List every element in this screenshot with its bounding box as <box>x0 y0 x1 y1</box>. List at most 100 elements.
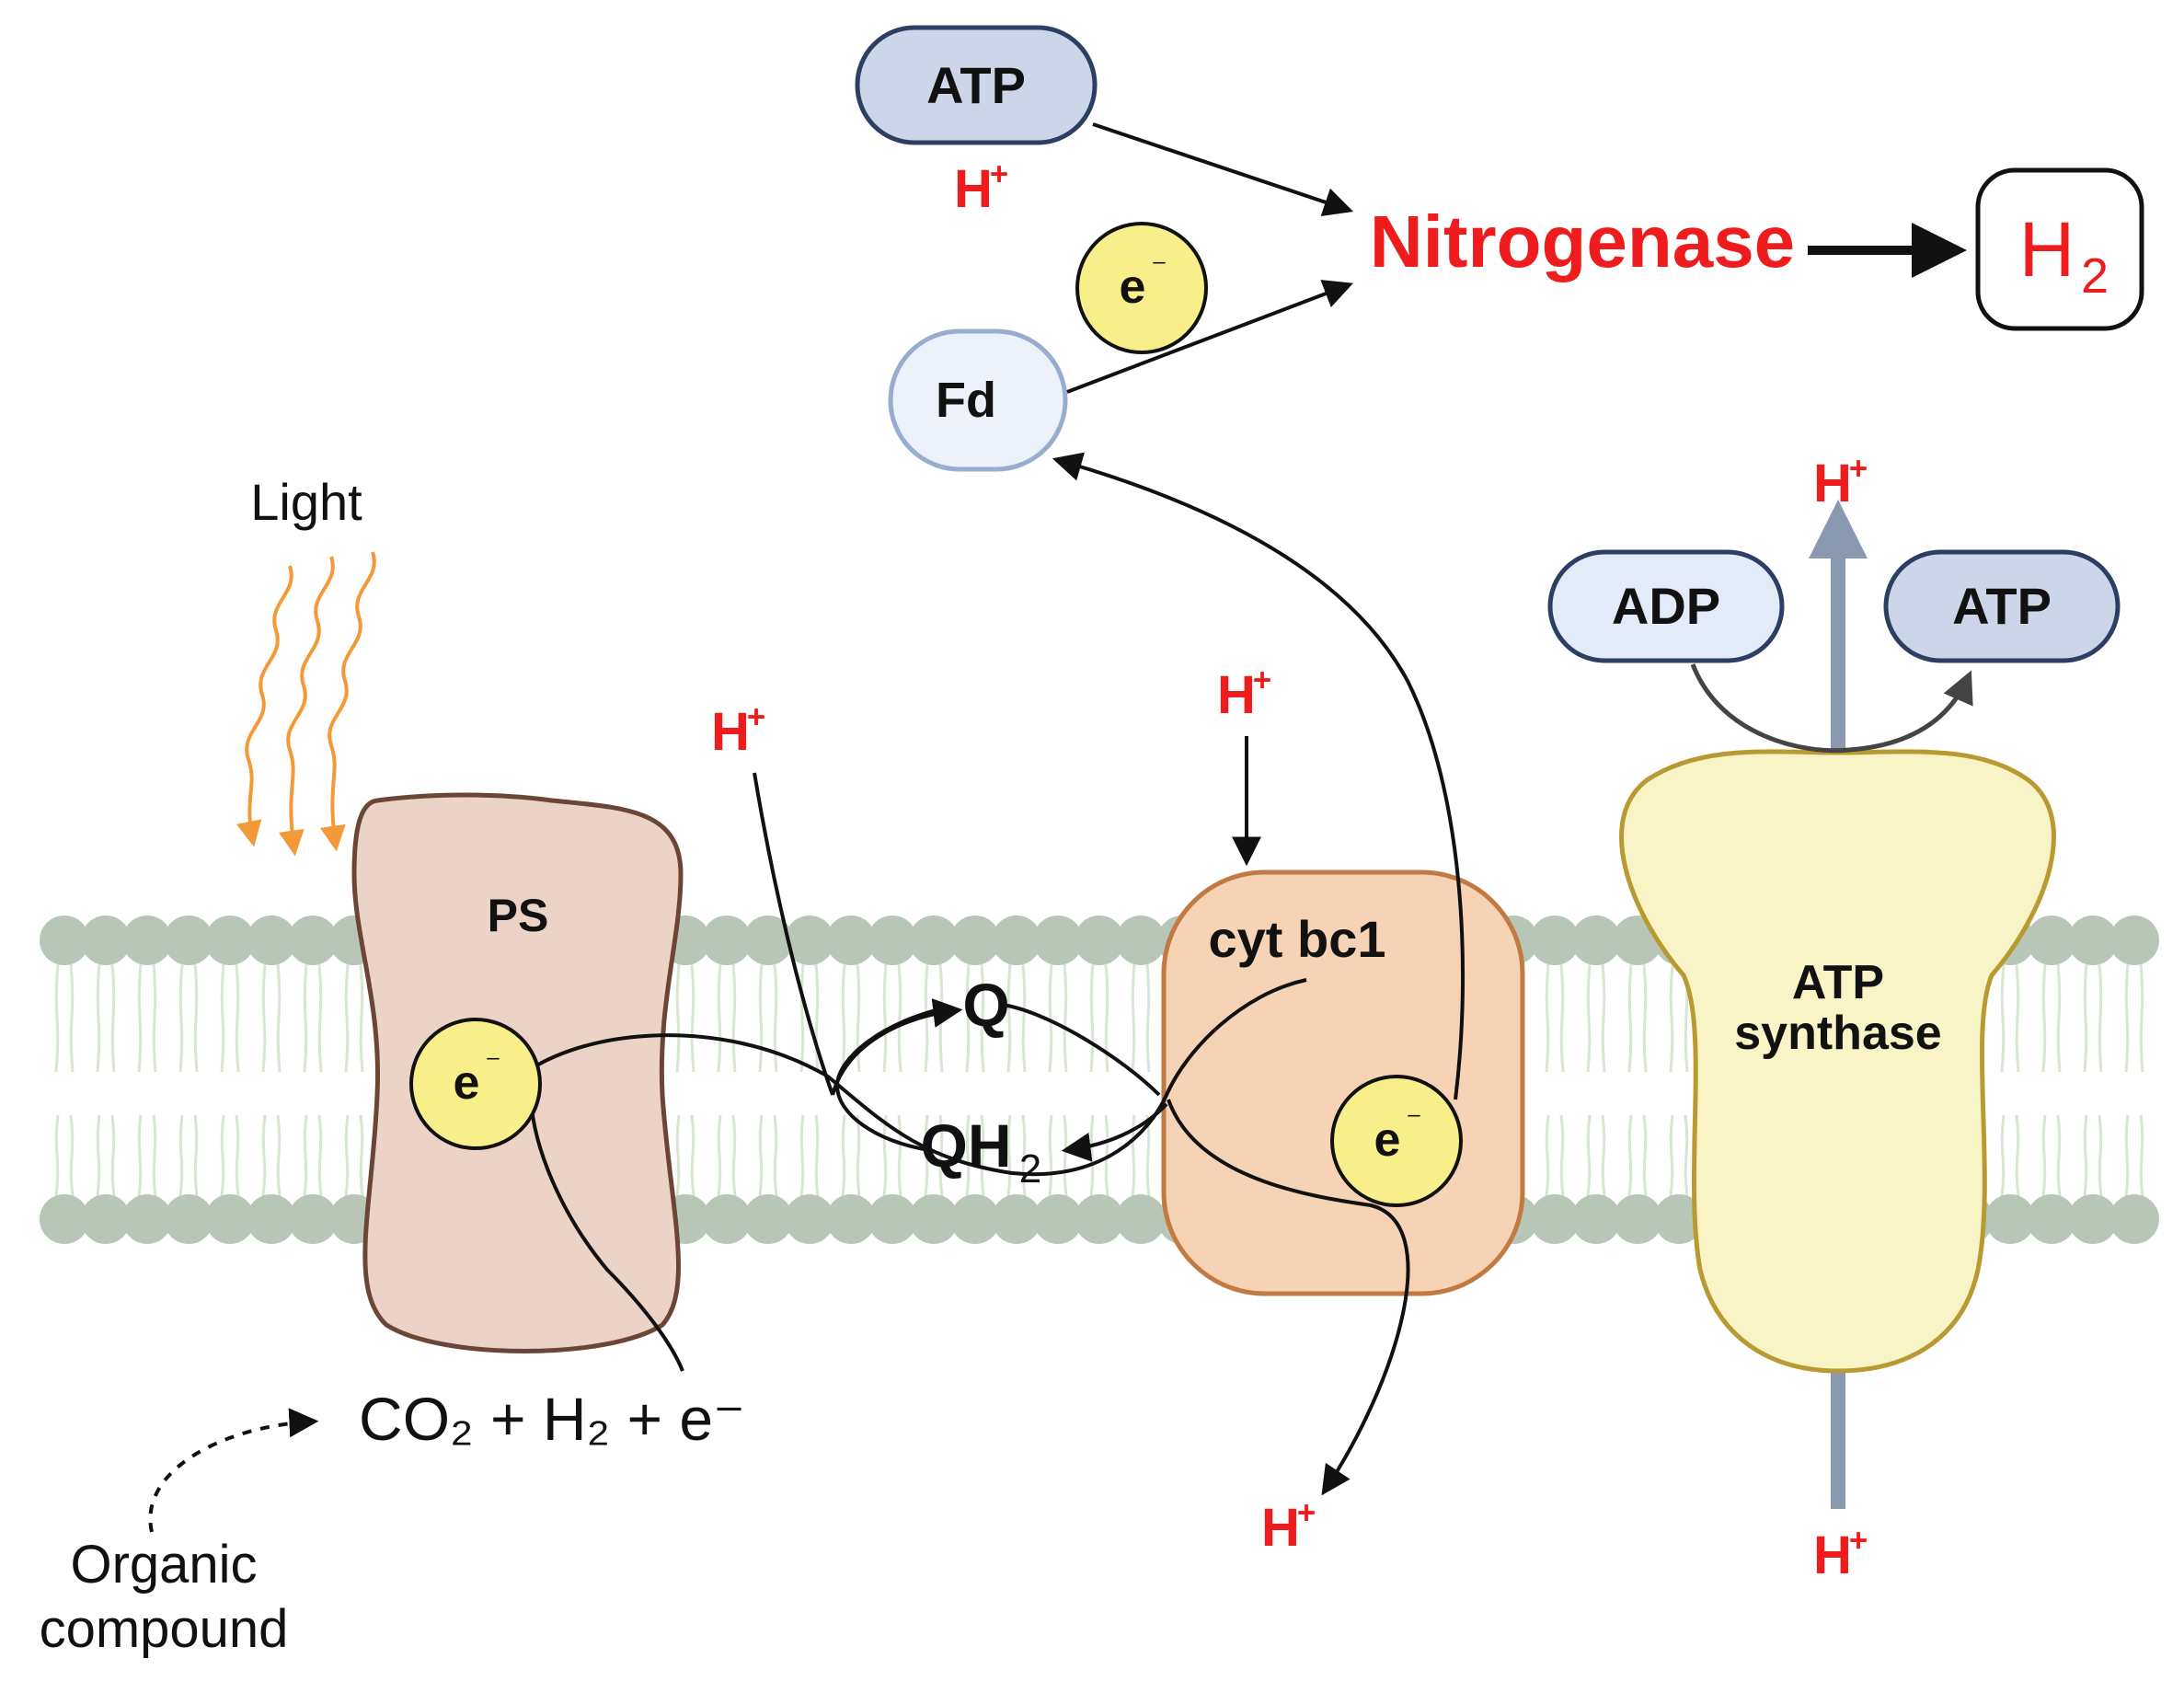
lipid-head <box>2068 1194 2118 1244</box>
lipid-tail <box>1545 963 1565 1073</box>
fd-to-nitrogenase-arrow <box>1066 280 1353 394</box>
lipid-tail <box>965 963 985 1073</box>
lipid-tail <box>261 1114 282 1197</box>
lipid-head <box>743 1194 793 1244</box>
lipid-head <box>992 915 1041 965</box>
lipid-head <box>702 1194 752 1244</box>
lipid-head <box>1116 915 1166 965</box>
svg-text:+: + <box>747 699 765 735</box>
atp-label-top: ATP <box>926 56 1026 114</box>
lipid-tail <box>841 963 861 1073</box>
adp-to-atp-arrow <box>1690 663 1973 754</box>
lipid-head <box>868 1194 917 1244</box>
lipid-head <box>2068 915 2118 965</box>
q-arrow-to-q <box>831 998 963 1096</box>
lipid-head <box>2027 915 2076 965</box>
lipid-head <box>1613 1194 1662 1244</box>
proton-synthase-top: H+ <box>1813 451 1868 513</box>
svg-text:+: + <box>1253 662 1271 698</box>
proton-cyt-top: H+ <box>1217 662 1271 725</box>
lipid-tail <box>758 1114 778 1197</box>
lipid-tail <box>344 1114 364 1197</box>
h2-product-box <box>1975 167 2144 331</box>
lipid-tail <box>220 963 240 1073</box>
lipid-tail <box>1586 963 1606 1073</box>
lipid-tail <box>1586 1114 1606 1197</box>
organic-compound-line1: Organic <box>70 1535 257 1595</box>
lipid-head <box>247 1194 296 1244</box>
lipid-tail <box>2083 963 2103 1073</box>
q-label: Q <box>962 971 1009 1039</box>
lipid-tail <box>54 1114 75 1197</box>
lipid-head <box>826 915 876 965</box>
svg-text:H: H <box>954 159 993 219</box>
lipid-head <box>81 1194 131 1244</box>
lipid-tail <box>96 1114 116 1197</box>
lipid-tail <box>303 1114 323 1197</box>
svg-text:H: H <box>1813 1526 1852 1585</box>
light-label: Light <box>250 473 362 531</box>
svg-text:e: e <box>1120 260 1146 314</box>
lipid-head <box>2109 1194 2159 1244</box>
h2-product-label: H 2 <box>2019 206 2109 304</box>
atp-synthase-label-line2: synthase <box>1734 1007 1941 1060</box>
lipid-head <box>702 915 752 965</box>
lipid-tail <box>2000 963 2020 1073</box>
lipid-head <box>288 1194 338 1244</box>
lipid-tail <box>1131 963 1151 1073</box>
atp-synthase-complex <box>1619 749 2056 1374</box>
lipid-tail <box>841 1114 861 1197</box>
svg-text:+: + <box>1849 1523 1868 1559</box>
proton-cyt-bottom: H+ <box>1261 1495 1316 1558</box>
lipid-head <box>909 1194 959 1244</box>
lipid-tail <box>717 963 737 1073</box>
lipid-tail <box>799 1114 820 1197</box>
q-arrow-to-qh2 <box>1061 1102 1168 1162</box>
lipid-tail <box>882 1114 902 1197</box>
lipid-tail <box>54 963 75 1073</box>
lipid-head <box>785 1194 834 1244</box>
electron-to-fd-arrow <box>1052 452 1466 1100</box>
lipid-head <box>826 1194 876 1244</box>
lipid-tail <box>1048 1114 1068 1197</box>
fd-label: Fd <box>936 373 996 428</box>
lipid-head <box>2109 915 2159 965</box>
lipid-head <box>743 915 793 965</box>
lipid-tail <box>717 1114 737 1197</box>
lipid-tail <box>2041 963 2062 1073</box>
fd-node <box>888 328 1068 472</box>
lipid-head <box>909 915 959 965</box>
lipid-head <box>785 915 834 965</box>
svg-text:H: H <box>1217 665 1256 725</box>
lipid-tail <box>1545 1114 1565 1197</box>
lipid-head <box>1530 1194 1580 1244</box>
svg-text:H: H <box>1813 454 1852 513</box>
lipid-tail <box>1048 963 1068 1073</box>
svg-text:H: H <box>1261 1498 1300 1558</box>
lipid-tail <box>303 963 323 1073</box>
svg-text:+: + <box>990 156 1008 192</box>
lipid-tail <box>2124 963 2144 1073</box>
svg-text:+: + <box>1849 451 1868 487</box>
lipid-tail <box>799 963 820 1073</box>
svg-text:⁻: ⁻ <box>1151 251 1167 286</box>
lipid-tail <box>924 963 944 1073</box>
lipid-tail <box>261 963 282 1073</box>
lipid-tail <box>2083 1114 2103 1197</box>
reaction-equation: CO₂ + H₂ + e⁻ <box>359 1385 745 1453</box>
lipid-tail <box>758 963 778 1073</box>
lipid-head <box>1075 1194 1124 1244</box>
electron-path-ps-out <box>513 978 1307 1177</box>
lipid-tail <box>344 963 364 1073</box>
svg-text:H: H <box>2019 206 2075 293</box>
lipid-tail <box>1627 963 1648 1073</box>
q-to-qh2-cycle <box>1002 1003 1161 1097</box>
lipid-head <box>288 915 338 965</box>
lipid-tail <box>675 1114 695 1197</box>
atp-pill-top <box>855 25 1098 145</box>
adp-pill <box>1547 549 1785 663</box>
lipid-head <box>1116 1194 1166 1244</box>
proton-synthase-bottom: H+ <box>1813 1523 1868 1585</box>
organic-compound-line2: compound <box>40 1599 289 1659</box>
lipid-tail <box>1627 1114 1648 1197</box>
